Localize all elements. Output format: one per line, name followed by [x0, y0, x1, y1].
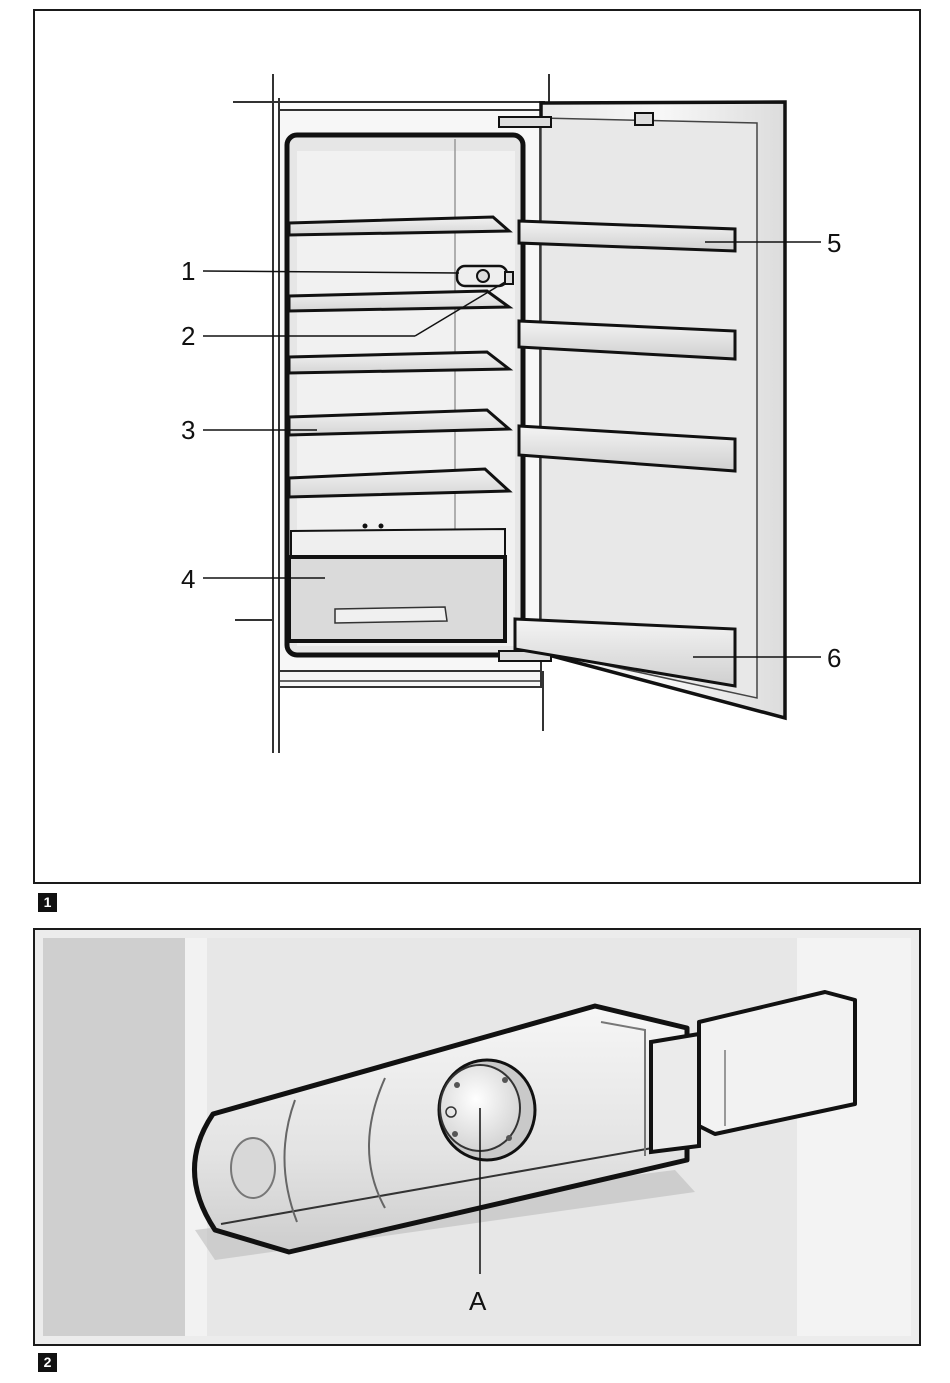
figure-1-panel: 1 2 3 4 5 6 [33, 9, 921, 884]
temperature-dial [439, 1060, 535, 1160]
figure-2-label: 2 [38, 1353, 57, 1372]
callout-6: 6 [827, 643, 841, 673]
callout-a: A [469, 1286, 487, 1316]
callout-4: 4 [181, 564, 195, 594]
vegetable-container [289, 524, 505, 642]
shelf [289, 352, 509, 373]
fridge-illustration: 1 2 3 4 5 6 [35, 11, 919, 882]
figure-2-panel: A [33, 928, 921, 1346]
callout-2: 2 [181, 321, 195, 351]
shelf [289, 291, 509, 311]
figure-1-label: 1 [38, 893, 57, 912]
callout-3: 3 [181, 415, 195, 445]
callout-1: 1 [181, 256, 195, 286]
callout-5: 5 [827, 228, 841, 258]
light-unit-closeup: A [35, 930, 919, 1344]
